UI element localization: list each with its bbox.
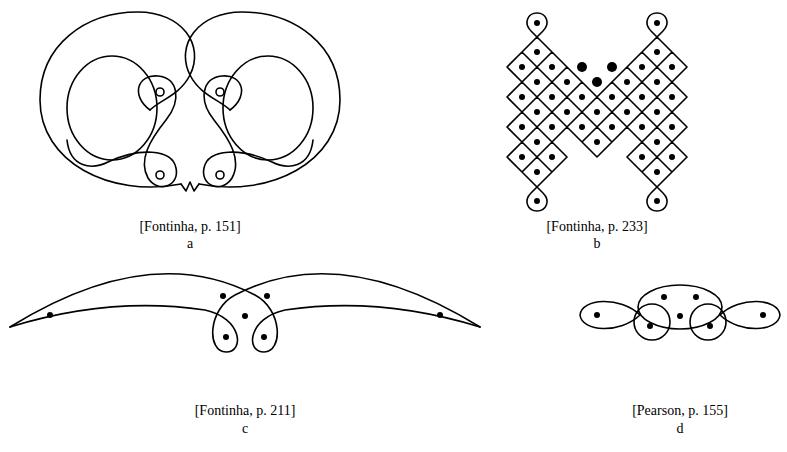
lattice-dots-stroke (669, 64, 675, 70)
lattice-dots-stroke (654, 49, 660, 55)
figure-a-right-half-stroke (216, 88, 224, 96)
lattice-dots-stroke (549, 64, 555, 70)
figure-c-stroke-stroke (261, 334, 267, 340)
lattice-dots-stroke (549, 94, 555, 100)
lattice-dots-stroke (669, 154, 675, 160)
figure-c-stroke-stroke (220, 293, 226, 299)
figure-a-left-half (40, 12, 195, 187)
figure-a-left-half-stroke (40, 12, 195, 187)
figure-a-left-half-stroke (67, 76, 176, 187)
figure-d-stroke-stroke (677, 313, 683, 319)
lattice-dots-stroke (534, 198, 540, 204)
lattice-dots-stroke (579, 94, 585, 100)
lattice-dots-stroke (534, 139, 540, 145)
lattice-dots-stroke (592, 77, 602, 87)
figure-d-stroke-stroke (661, 294, 667, 300)
figure-d-stroke-stroke (760, 312, 766, 318)
lattice-dots-stroke (519, 124, 525, 130)
figure-a-right-half (185, 12, 340, 187)
figure-a-left-half-stroke (156, 88, 164, 96)
figure-b (507, 13, 687, 211)
lattice-dots-stroke (609, 94, 615, 100)
source-caption: [Fontinha, p. 151] (139, 219, 240, 235)
lattice-dots-stroke (654, 198, 660, 204)
figure-c-stroke-stroke (242, 313, 248, 319)
lattice-dots-stroke (654, 20, 660, 26)
lattice-dots-stroke (639, 94, 645, 100)
figure-d-stroke (690, 304, 726, 340)
lattice-dots-stroke (577, 62, 587, 72)
lattice-dots-stroke (639, 154, 645, 160)
lattice-dots-stroke (654, 109, 660, 115)
lattice-dots-stroke (624, 79, 630, 85)
lattice-dots-stroke (534, 49, 540, 55)
lattice (507, 37, 687, 187)
lattice-dots-stroke (639, 64, 645, 70)
lattice-dots-stroke (669, 124, 675, 130)
source-caption: [Fontinha, p. 211] (195, 403, 296, 419)
figure-c-stroke (10, 274, 480, 352)
lattice-dots-stroke (579, 124, 585, 130)
figure-c-stroke-stroke (437, 312, 443, 318)
lattice-dots-stroke (534, 79, 540, 85)
figure-d-stroke (580, 301, 640, 328)
corner-loops (527, 13, 667, 211)
lattice-dots-stroke (564, 79, 570, 85)
figure-d-stroke (634, 304, 670, 340)
zigzag (181, 182, 199, 191)
figure-d-stroke-stroke (647, 323, 653, 329)
figure-c-stroke-stroke (223, 334, 229, 340)
lattice-dots-stroke (639, 124, 645, 130)
figure-letter: d (677, 421, 684, 437)
lattice-dots-stroke (534, 109, 540, 115)
lattice-dots-stroke (564, 109, 570, 115)
figure-d (580, 285, 780, 340)
lattice-dots-stroke (549, 154, 555, 160)
lattice-dots-stroke (609, 124, 615, 130)
lattice-dots-stroke (669, 94, 675, 100)
figure-letter: c (242, 421, 248, 437)
source-caption: [Fontinha, p. 233] (546, 219, 647, 235)
figure-d-stroke (638, 285, 722, 329)
figure-c-stroke (47, 293, 443, 340)
lattice-dots-stroke (654, 169, 660, 175)
lattice-dots-stroke (654, 79, 660, 85)
figure-d-stroke (594, 294, 766, 329)
lattice-dots-stroke (654, 139, 660, 145)
figure-d-stroke-stroke (707, 323, 713, 329)
figure-a (40, 12, 340, 191)
figure-letter: a (187, 236, 193, 252)
lattice-dots-stroke (549, 124, 555, 130)
figure-a-left-half-stroke (67, 56, 157, 160)
figure-a-right-half-stroke (204, 76, 313, 187)
figure-c-stroke (10, 274, 480, 352)
lattice-dots-stroke (534, 20, 540, 26)
figure-d-stroke-stroke (594, 312, 600, 318)
figure-c (10, 274, 480, 352)
figure-a-left-half-stroke (156, 171, 164, 179)
source-caption: [Pearson, p. 155] (632, 403, 728, 419)
lattice-dots-stroke (624, 109, 630, 115)
sona-figures-stroke (10, 12, 780, 352)
lattice-dots-stroke (607, 62, 617, 72)
lattice-dots-stroke (519, 154, 525, 160)
figure-a-right-half-stroke (185, 12, 340, 187)
lattice-dots-stroke (519, 94, 525, 100)
figure-d-stroke (720, 301, 780, 328)
figure-c-stroke-stroke (47, 312, 53, 318)
figure-a-right-half-stroke (223, 56, 313, 160)
lattice-dots-stroke (594, 109, 600, 115)
figure-d-stroke-stroke (693, 294, 699, 300)
lattice-dots-stroke (519, 64, 525, 70)
lattice-dots-stroke (534, 169, 540, 175)
figure-letter: b (594, 236, 601, 252)
lattice-dots-stroke (594, 139, 600, 145)
lattice-dots (519, 20, 675, 204)
figure-c-stroke-stroke (264, 293, 270, 299)
figure-a-right-half-stroke (216, 171, 224, 179)
